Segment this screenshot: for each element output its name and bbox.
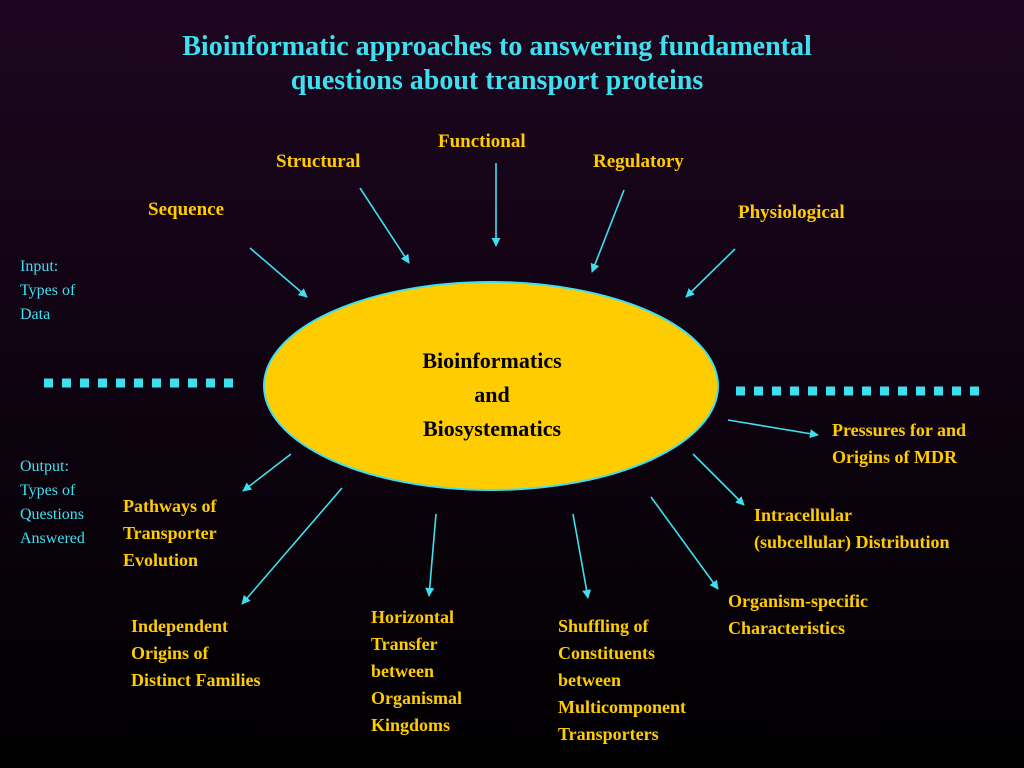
output-pathways-line-1: Pathways of <box>123 496 217 516</box>
input-side-label: Input: Types of Data <box>20 255 75 327</box>
output-side-label-line-4: Answered <box>20 530 85 547</box>
output-intracellular-line-2: (subcellular) Distribution <box>754 532 950 552</box>
output-pathways-line-2: Transporter <box>123 523 217 543</box>
center-label: Bioinformatics and Biosystematics <box>392 344 592 446</box>
output-horizontal-line-1: Horizontal <box>371 607 454 627</box>
output-shuffling-line-3: between <box>558 670 621 690</box>
arrow-regulatory <box>590 189 625 273</box>
output-organism-label: Organism-specific Characteristics <box>728 588 868 642</box>
output-pressures-label: Pressures for and Origins of MDR <box>832 417 966 471</box>
input-regulatory-label: Regulatory <box>593 151 684 172</box>
arrow-intracellular <box>692 453 745 506</box>
output-organism-line-1: Organism-specific <box>728 591 868 611</box>
output-shuffling-line-2: Constituents <box>558 643 656 663</box>
arrow-structural <box>359 187 410 264</box>
output-side-label-line-3: Questions <box>20 506 84 523</box>
output-pathways-label: Pathways of Transporter Evolution <box>123 493 217 574</box>
output-pressures-line-2: Origins of MDR <box>832 447 957 467</box>
output-side-label-line-1: Output: <box>20 458 69 475</box>
input-side-label-line-3: Data <box>20 306 51 323</box>
output-side-label: Output: Types of Questions Answered <box>20 455 85 551</box>
output-intracellular-line-1: Intracellular <box>754 505 852 525</box>
output-horizontal-label: Horizontal Transfer between Organismal K… <box>371 604 462 739</box>
arrow-sequence <box>249 247 308 298</box>
arrow-horizontal <box>425 513 437 597</box>
input-functional-label: Functional <box>438 131 526 152</box>
output-horizontal-line-4: Organismal <box>371 688 463 708</box>
input-physiological-label: Physiological <box>738 202 845 223</box>
output-horizontal-line-3: between <box>371 661 434 681</box>
arrow-physiological <box>685 248 736 298</box>
center-label-line-3: Biosystematics <box>422 416 562 441</box>
output-pressures-line-1: Pressures for and <box>832 420 967 440</box>
center-label-line-1: Bioinformatics <box>422 348 562 373</box>
output-independent-line-1: Independent <box>131 616 229 636</box>
slide-title-line-1: Bioinformatic approaches to answering fu… <box>182 31 812 62</box>
arrow-shuffling <box>572 513 592 599</box>
output-intracellular-label: Intracellular (subcellular) Distribution <box>754 502 950 556</box>
arrow-independent <box>241 487 343 605</box>
output-shuffling-line-5: Transporters <box>558 724 659 744</box>
arrow-organism <box>650 496 719 590</box>
output-horizontal-line-5: Kingdoms <box>371 715 451 735</box>
arrow-pressures <box>727 419 819 439</box>
output-pathways-line-3: Evolution <box>123 550 199 570</box>
output-side-label-line-2: Types of <box>20 482 76 499</box>
slide-title-line-2: questions about transport proteins <box>290 64 704 96</box>
input-sequence-label: Sequence <box>148 199 224 220</box>
output-independent-label: Independent Origins of Distinct Families <box>131 613 260 694</box>
input-structural-label: Structural <box>276 151 361 172</box>
output-organism-line-2: Characteristics <box>728 618 845 638</box>
output-independent-line-3: Distinct Families <box>131 670 261 690</box>
center-label-line-2: and <box>474 382 510 407</box>
arrow-pathways <box>242 453 292 492</box>
output-shuffling-label: Shuffling of Constituents between Multic… <box>558 613 686 748</box>
slide-title: Bioinformatic approaches to answering fu… <box>62 30 932 97</box>
output-independent-line-2: Origins of <box>131 643 209 663</box>
input-side-label-line-1: Input: <box>20 258 59 275</box>
output-shuffling-line-4: Multicomponent <box>558 697 686 717</box>
output-shuffling-line-1: Shuffling of <box>558 616 649 636</box>
central-ellipse <box>263 281 719 491</box>
input-side-label-line-2: Types of <box>20 282 76 299</box>
output-horizontal-line-2: Transfer <box>371 634 438 654</box>
